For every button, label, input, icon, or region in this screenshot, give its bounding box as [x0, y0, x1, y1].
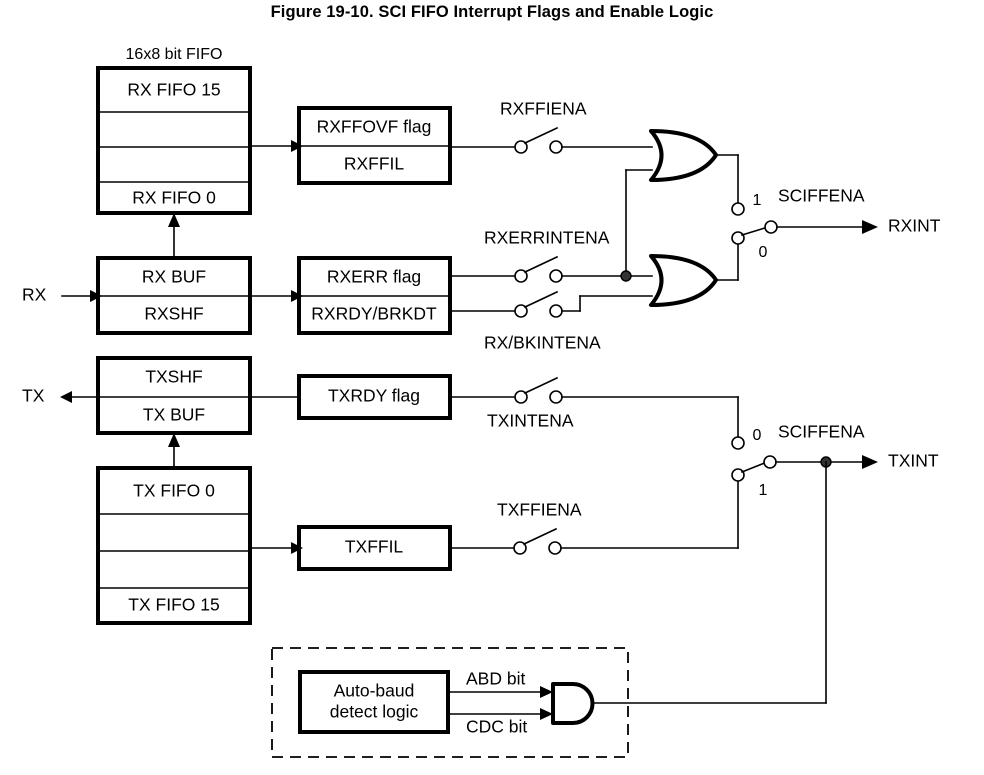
txshf-label: TXSHF — [145, 367, 202, 387]
rxffiena-blade[interactable] — [523, 126, 559, 145]
rx-bkintena-blade[interactable] — [523, 290, 559, 309]
autobaud-label-line2: detect logic — [330, 702, 419, 722]
or-gate-rx-err — [649, 254, 718, 307]
rxint-label: RXINT — [888, 216, 941, 236]
autobaud-outline — [298, 670, 450, 734]
tx-fifo-outline — [96, 466, 252, 625]
txffiena-pole-node[interactable] — [513, 541, 527, 555]
rx-bkintena-pole-node[interactable] — [514, 304, 528, 318]
tx-fifo-to-buf-arrowhead — [168, 433, 180, 447]
tx-mux-node-1[interactable] — [731, 468, 745, 482]
txffiena-switch[interactable]: TXFFIENA — [449, 480, 739, 555]
tx-mux-top-value: 0 — [753, 427, 762, 444]
figure-title: Figure 19-10. SCI FIFO Interrupt Flags a… — [270, 3, 714, 21]
txintena-contact-node[interactable] — [549, 390, 563, 404]
abd-bit-arrowhead — [540, 686, 553, 698]
rx-buf-to-fifo-arrowhead — [168, 213, 180, 227]
or-gate-rx-err-body — [649, 254, 718, 307]
txint-label: TXINT — [888, 451, 939, 471]
abd-bit-label: ABD bit — [466, 669, 525, 689]
and-gate-autobaud — [551, 682, 595, 725]
autobaud-label-line1: Auto-baud — [334, 681, 415, 701]
txintena-blade[interactable] — [523, 376, 559, 395]
rx-buf-bottom-label: RXSHF — [144, 304, 203, 324]
tx-sciffena-label: SCIFFENA — [778, 422, 865, 442]
tx-mux-blade[interactable] — [740, 460, 769, 474]
txrdy-flag-label: TXRDY flag — [328, 386, 420, 406]
txffiena-label: TXFFIENA — [497, 500, 582, 520]
rx-buf-top-label: RX BUF — [142, 267, 206, 287]
rx-buf-block: RX BUF RXSHF — [96, 256, 252, 335]
rx-fifo-top-label: RX FIFO 15 — [127, 80, 220, 100]
rx-bkintena-switch[interactable]: RX/BKINTENA — [449, 290, 653, 353]
tx-mux-node-0[interactable] — [731, 436, 745, 450]
tx-output-arrowhead — [60, 391, 72, 403]
txffiena-contact-node[interactable] — [548, 541, 562, 555]
rxerrintena-pole-node[interactable] — [514, 269, 528, 283]
txintena-pole-node[interactable] — [514, 390, 528, 404]
rxffiena-label: RXFFIENA — [500, 99, 587, 119]
rx-sciffena-label: SCIFFENA — [778, 186, 865, 206]
rx-fifo-to-flags-arrowhead — [291, 140, 303, 152]
rxffovf-flag-label: RXFFOVF flag — [317, 117, 432, 137]
tx-fifo-top-label: TX FIFO 0 — [133, 481, 215, 501]
tx-buf-label: TX BUF — [143, 405, 205, 425]
rxffiena-pole-node[interactable] — [514, 140, 528, 154]
rx-mux-node-0[interactable] — [731, 231, 745, 245]
txrdy-flag-block: TXRDY flag — [297, 374, 452, 420]
txint-arrowhead — [862, 455, 878, 469]
tx-fifo-to-txffil-arrowhead — [291, 542, 303, 554]
rx-mux-blade[interactable] — [741, 226, 769, 236]
tx-mux-common-node[interactable] — [763, 455, 777, 469]
rx-buf-to-err-flags-arrowhead — [291, 290, 303, 302]
rx-fifo-bottom-label: RX FIFO 0 — [132, 188, 216, 208]
tx-fifo-bottom-label: TX FIFO 15 — [128, 595, 219, 615]
tx-output-label: TX — [22, 386, 45, 406]
rxint-arrowhead — [862, 220, 878, 234]
rx-bkintena-contact-node[interactable] — [549, 304, 563, 318]
and-gate-autobaud-body — [551, 682, 595, 725]
rx-fifo-block: RX FIFO 15 RX FIFO 0 — [96, 66, 252, 215]
rx-err-flags-block: RXERR flag RXRDY/BRKDT — [297, 256, 452, 335]
rx-mux-top-value: 1 — [753, 192, 762, 209]
txintena-label: TXINTENA — [487, 411, 574, 431]
fifo-caption: 16x8 bit FIFO — [126, 46, 223, 63]
autobaud-detect-block: Auto-baud detect logic — [298, 670, 450, 734]
txffiena-blade[interactable] — [522, 527, 558, 546]
rxerrintena-blade[interactable] — [523, 255, 559, 274]
cdc-bit-arrowhead — [540, 708, 553, 720]
cdc-bit-label: CDC bit — [466, 717, 527, 737]
rx-mux-node-1[interactable] — [731, 202, 745, 216]
rxerrintena-contact-node[interactable] — [549, 269, 563, 283]
or-gate-rx-fifo-body — [649, 129, 718, 182]
rx-mux-common-node[interactable] — [764, 220, 778, 234]
txintena-switch[interactable]: TXINTENA — [449, 376, 739, 438]
rx-bkintena-label: RX/BKINTENA — [484, 333, 601, 353]
rx-input-label: RX — [22, 285, 47, 305]
rx-input-arrowhead — [90, 290, 102, 302]
txffil-block: TXFFIL — [297, 525, 452, 571]
rxerr-flag-label: RXERR flag — [327, 267, 421, 287]
rxerrintena-switch[interactable]: RXERRINTENA — [449, 228, 653, 283]
rx-ff-flags-block: RXFFOVF flag RXFFIL — [297, 106, 452, 185]
or-gate-rx-fifo — [649, 129, 718, 182]
tx-buf-block: TXSHF TX BUF — [96, 356, 252, 435]
rxerr-junction-dot — [620, 270, 632, 282]
txffil-label: TXFFIL — [345, 537, 404, 557]
rxerrintena-label: RXERRINTENA — [484, 228, 610, 248]
rxffiena-switch[interactable]: RXFFIENA — [449, 99, 653, 154]
rxffil-label: RXFFIL — [344, 154, 405, 174]
tx-fifo-block: TX FIFO 0 TX FIFO 15 — [96, 466, 252, 625]
rx-mux-bottom-value: 0 — [759, 244, 768, 261]
rxrdy-brkdt-label: RXRDY/BRKDT — [311, 304, 437, 324]
tx-mux-bottom-value: 1 — [759, 482, 768, 499]
rx-sciffena-mux[interactable]: 1 SCIFFENA 0 — [731, 186, 865, 262]
tx-sciffena-mux[interactable]: 0 SCIFFENA 1 — [731, 422, 865, 500]
rxffiena-contact-node[interactable] — [549, 140, 563, 154]
